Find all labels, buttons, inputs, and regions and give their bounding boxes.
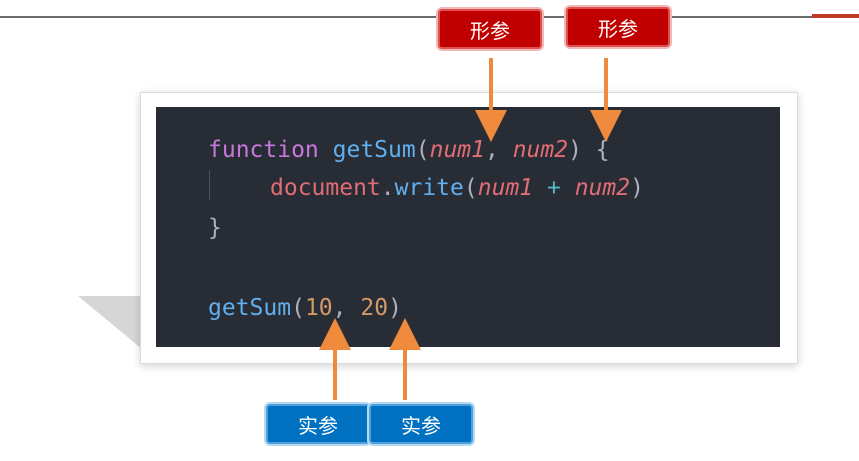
object-document: document [270, 175, 381, 201]
param-num2: num2 [512, 137, 569, 163]
comma: , [484, 137, 513, 163]
top-divider [0, 16, 812, 18]
closing-brace: } [208, 215, 222, 241]
argument-20: 20 [360, 295, 389, 321]
paren-close: ) [388, 295, 402, 321]
function-name: getSum [332, 137, 416, 163]
code-line-function-call: getSum(10, 20) [208, 294, 402, 322]
method-write: write [394, 175, 464, 201]
code-line-close-brace: } [208, 214, 222, 242]
dot: . [380, 175, 395, 201]
paren-open: ( [415, 137, 430, 163]
actual-param-tag-2: 实参 [369, 404, 473, 444]
formal-param-tag-1: 形参 [438, 9, 542, 49]
code-block [156, 107, 780, 347]
paren-open: ( [291, 295, 305, 321]
top-accent-bar [812, 14, 859, 18]
plus-operator: + [533, 175, 575, 201]
keyword-function: function [208, 137, 319, 163]
arg-num1: num1 [477, 175, 534, 201]
call-function-name: getSum [208, 295, 292, 321]
arg-num2: num2 [574, 175, 631, 201]
paren-close: ) [630, 175, 644, 201]
paren-close-brace: ) { [568, 137, 610, 163]
decorative-shadow [78, 296, 148, 354]
code-line-document-write: document.write(num1 + num2) [270, 174, 644, 202]
formal-param-tag-2: 形参 [566, 7, 670, 47]
code-line-function-declaration: function getSum(num1, num2) { [208, 136, 610, 164]
indent-guide [209, 170, 210, 200]
paren-open: ( [463, 175, 478, 201]
actual-param-tag-1: 实参 [266, 404, 370, 444]
comma: , [332, 295, 361, 321]
argument-10: 10 [304, 295, 333, 321]
